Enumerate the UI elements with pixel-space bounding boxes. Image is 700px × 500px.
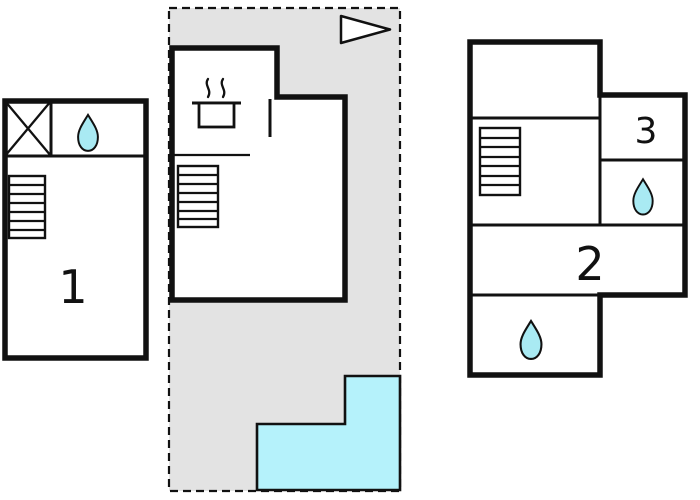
left-unit-stairs-icon [7,174,47,240]
steam-line [205,77,211,99]
steam-line [220,77,226,99]
water-drop-icon [519,318,543,360]
water-drop-icon [77,113,99,152]
middle-unit [167,6,402,493]
room2-label: 2 [575,237,604,291]
right-unit-stairs-icon [478,126,522,197]
middle-unit-stairs-icon [176,164,220,229]
room1-label: 1 [58,260,87,314]
water-drop-icon [632,177,654,216]
right-house-outline [467,39,688,378]
x-diagonal [4,100,52,157]
pot-body [197,101,236,129]
stairs-outline [478,126,522,197]
right-unit: 3 2 [467,39,688,378]
direction-arrow-icon [339,14,392,45]
pool-terrace [255,374,402,492]
stove-pot-with-steam-icon [192,77,241,129]
window-x-icon [4,100,52,157]
stairs-outline [176,164,220,229]
left-unit: 1 [2,98,149,361]
room3-label: 3 [635,111,658,152]
stairs-outline [7,174,47,240]
